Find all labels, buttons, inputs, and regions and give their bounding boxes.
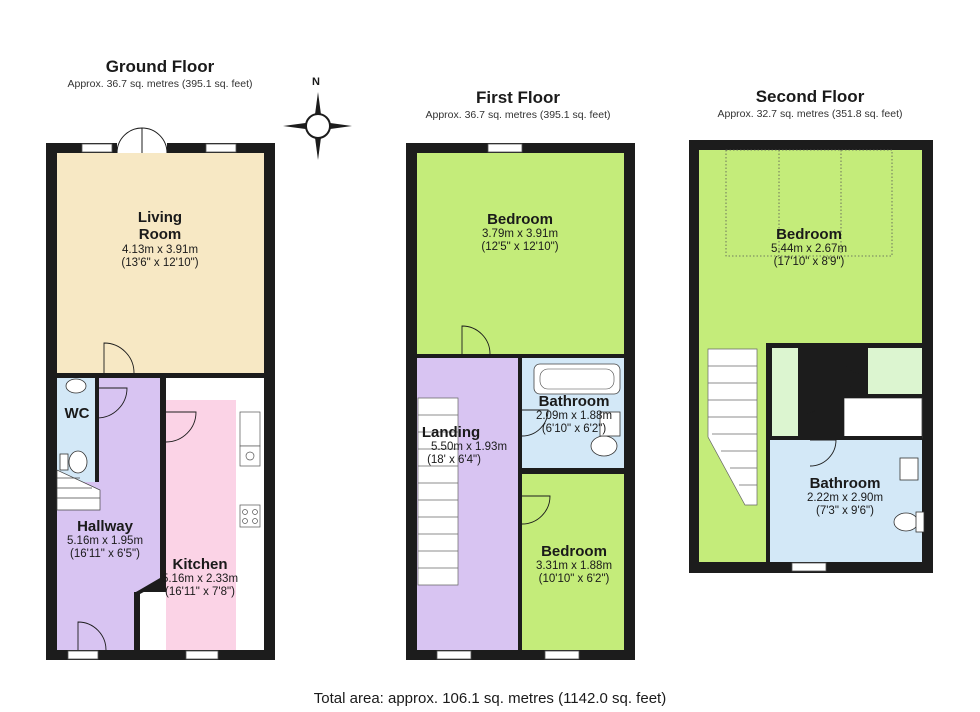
living-room-dim-imperial: (13'6" x 12'10") <box>121 257 199 269</box>
living-room-name: Living <box>137 209 183 226</box>
hallway-dim: 5.16m x 1.95m <box>66 535 144 547</box>
kitchen-dim: 5.16m x 2.33m <box>161 573 239 585</box>
landing-dim-imperial: (18' x 6'4") <box>427 454 481 466</box>
landing-dim: 5.50m x 1.93m <box>430 441 508 453</box>
second-floor-title: Second Floor <box>755 87 865 106</box>
first-bedroom-area <box>417 153 624 354</box>
total-area: Total area: approx. 106.1 sq. metres (11… <box>313 690 667 707</box>
second-floor-plan <box>689 140 933 573</box>
window <box>81 143 113 153</box>
kitchen-dim-imperial: (16'11" x 7'8") <box>165 586 235 598</box>
second-bathroom-area <box>770 440 922 562</box>
ground-floor-area: Approx. 36.7 sq. metres (395.1 sq. feet) <box>67 78 253 90</box>
first-bedroom-name: Bedroom <box>487 211 553 228</box>
first-bedroom-dim-imperial: (12'5" x 12'10") <box>481 241 559 253</box>
window <box>67 650 99 660</box>
window <box>436 650 472 660</box>
second-bedroom-name: Bedroom <box>776 226 842 243</box>
first-bathroom-name: Bathroom <box>538 393 610 410</box>
first-bedroom2-dim-imperial: (10'10" x 6'2") <box>538 573 610 585</box>
kitchen-name: Kitchen <box>172 556 228 573</box>
window <box>791 562 827 572</box>
hallway-area <box>57 378 160 650</box>
first-bathroom-dim-imperial: (6'10" x 6'2") <box>541 423 607 435</box>
window <box>487 143 523 153</box>
ground-floor-title: Ground Floor <box>105 57 215 76</box>
living-room-name-line2: Room <box>138 226 182 243</box>
second-bedroom-dim: 5.44m x 2.67m <box>770 243 848 255</box>
hallway-dim-imperial: (16'11" x 6'5") <box>70 548 140 560</box>
kitchen-area <box>166 400 236 650</box>
first-bedroom2-area <box>522 474 624 650</box>
wc-name: WC <box>64 405 90 422</box>
window <box>205 143 237 153</box>
first-bedroom-dim: 3.79m x 3.91m <box>481 228 559 240</box>
second-bedroom-dim-imperial: (17'10" x 8'9") <box>773 256 845 268</box>
living-room-area <box>57 153 264 374</box>
first-bathroom-dim: 2.09m x 1.88m <box>535 410 613 422</box>
first-floor-title: First Floor <box>475 88 561 107</box>
first-floor-area: Approx. 36.7 sq. metres (395.1 sq. feet) <box>425 109 611 121</box>
second-bathroom-dim-imperial: (7'3" x 9'6") <box>816 505 874 517</box>
hallway-name: Hallway <box>77 518 133 535</box>
second-bathroom-name: Bathroom <box>809 475 881 492</box>
second-bathroom-dim: 2.22m x 2.90m <box>806 492 884 504</box>
second-floor-area: Approx. 32.7 sq. metres (351.8 sq. feet) <box>717 108 903 120</box>
first-floor-plan <box>406 143 635 660</box>
landing-name: Landing <box>421 424 481 441</box>
window <box>544 650 580 660</box>
window <box>185 650 219 660</box>
compass-icon <box>283 92 352 160</box>
ground-floor-plan <box>46 127 275 660</box>
first-bedroom2-dim: 3.31m x 1.88m <box>535 560 613 572</box>
compass-north-label: N <box>312 76 320 88</box>
first-bedroom2-name: Bedroom <box>541 543 607 560</box>
living-room-dim: 4.13m x 3.91m <box>121 244 199 256</box>
